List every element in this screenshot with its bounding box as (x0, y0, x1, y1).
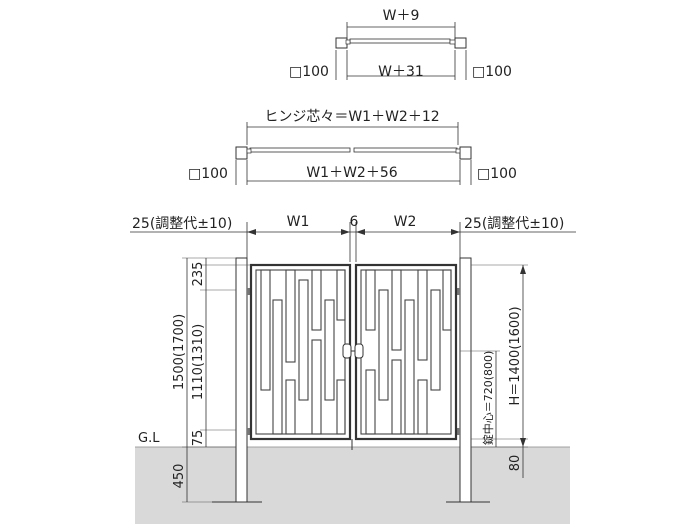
hinge-right-top (456, 288, 460, 295)
arrow-w2-right (451, 229, 460, 235)
post-height-label: 1500(1700) (172, 314, 187, 390)
right-bar-9 (430, 289, 441, 391)
post-right (459, 257, 472, 503)
top-gate-leaf (349, 38, 451, 44)
dbl-post-right (459, 146, 472, 160)
w1-label: W1 (287, 214, 310, 230)
ground-area (135, 447, 570, 524)
right-bar-6 (404, 299, 415, 435)
top-plan-view: W＋9 W＋31 □100 □100 (289, 8, 512, 80)
gate-height-arrow-top (520, 265, 526, 274)
left-bar-8 (324, 299, 335, 401)
adjust-left-label: 25(調整代±10) (132, 216, 232, 232)
top-hinge-right (449, 39, 456, 45)
adjust-right-label: 25(調整代±10) (464, 216, 564, 232)
arrow-w2-left (356, 229, 365, 235)
lock-center-label: 錠中心＝720(800) (481, 351, 495, 446)
double-plan-view: ヒンジ芯々＝W1＋W2＋12 W1＋W2＋56 □100 □100 (188, 109, 517, 185)
gate-leaf-right-bars (365, 269, 452, 435)
dbl-leaf-left (249, 147, 351, 153)
top-post-right (454, 37, 467, 49)
gate-leaf-left-frame (249, 263, 352, 441)
dbl-post-left-label: □100 (188, 166, 228, 182)
left-bar-10 (336, 379, 346, 435)
right-bar-2 (365, 369, 376, 435)
dbl-hinge-label: ヒンジ芯々＝W1＋W2＋12 (264, 109, 439, 125)
gate-leaf-left-bars (260, 269, 346, 435)
top-offset-label: 235 (191, 262, 206, 287)
top-post-left-label: □100 (289, 64, 329, 80)
right-bar-7 (417, 269, 428, 361)
ground-clearance-right-label: 80 (508, 455, 523, 472)
right-bar-3 (378, 289, 389, 401)
left-bar-2 (272, 299, 283, 435)
dbl-leaf-right (353, 147, 458, 153)
right-bar-1 (365, 269, 376, 331)
right-bar-8 (417, 379, 428, 435)
top-post-right-label: □100 (472, 64, 512, 80)
left-bar-5 (298, 279, 309, 401)
dbl-hinge-left (246, 148, 252, 154)
dbl-outer-label: W1＋W2＋56 (306, 165, 397, 181)
arrow-w1-right (341, 229, 350, 235)
hinge-left-bottom (247, 428, 251, 435)
embed-depth-label: 450 (172, 464, 187, 489)
top-post-left (335, 37, 348, 49)
left-bar-3 (285, 269, 296, 363)
post-left (235, 257, 248, 503)
left-bar-4 (285, 379, 296, 435)
gap-label: 6 (350, 214, 359, 230)
handle-left (342, 343, 352, 359)
handle-right (354, 343, 364, 359)
dbl-post-right-label: □100 (477, 166, 517, 182)
left-bar-6 (311, 269, 322, 331)
left-bar-7 (311, 339, 322, 435)
gate-leaf-right-frame (354, 263, 458, 441)
dbl-post-left (235, 146, 248, 160)
dbl-hinge-right (455, 148, 461, 154)
hinge-right-bottom (456, 428, 460, 435)
right-bar-4 (391, 269, 402, 351)
left-bar-9 (336, 269, 346, 321)
gate-height-label: H＝1400(1600) (508, 306, 523, 405)
top-hinge-left (345, 39, 351, 45)
hinge-left-top (247, 288, 251, 295)
ground-label: G.L (138, 431, 160, 446)
w2-label: W2 (394, 214, 417, 230)
top-width-label: W＋9 (383, 8, 420, 24)
arrow-w1-left (247, 229, 256, 235)
gate-leaf-left-inner (255, 269, 346, 435)
elevation-view: G.L 25(調整代±10) 25(調整代±10) W1 6 W2 (130, 214, 576, 524)
inner-height-label: 1110(1310) (191, 324, 206, 400)
left-bar-1 (260, 269, 271, 391)
gate-height-arrow-bottom (520, 438, 526, 447)
right-bar-5 (391, 359, 402, 435)
bottom-clearance-label: 75 (191, 430, 206, 447)
right-bar-10 (442, 269, 452, 331)
top-outer-label: W＋31 (378, 64, 424, 80)
